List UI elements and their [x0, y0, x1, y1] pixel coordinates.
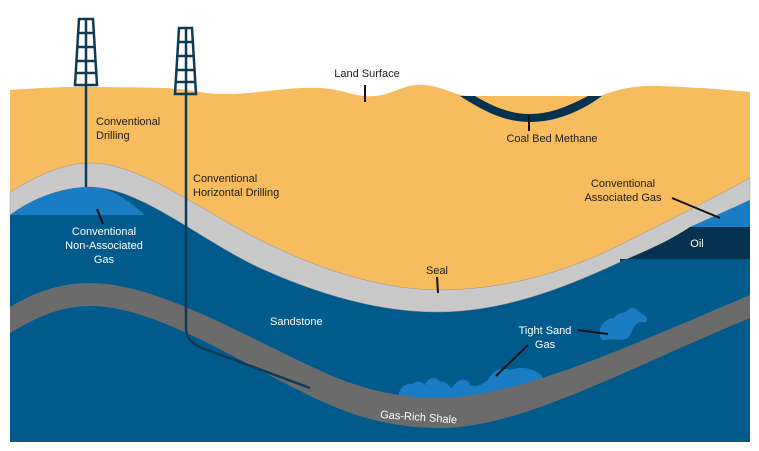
oil-label: Oil: [690, 238, 703, 250]
land-surface-label: Land Surface: [334, 68, 399, 80]
associated-gas-pointer: [671, 197, 721, 219]
conventional-drilling-label-1: Conventional: [96, 116, 160, 128]
coal-bed-methane-label: Coal Bed Methane: [506, 133, 597, 145]
non-associated-gas-pocket: [10, 187, 145, 215]
tight-sand-pointer-large: [495, 344, 529, 377]
tight-sand-gas-pocket-large: [398, 367, 543, 402]
surface-soil-layer: [10, 84, 750, 290]
sandstone-label: Sandstone: [270, 316, 323, 328]
horizontal-drilling-rig: [173, 26, 311, 390]
tight-sand-gas-label-2: Gas: [535, 339, 556, 351]
non-associated-gas-pointer: [96, 208, 104, 225]
seal-pointer: [436, 276, 439, 294]
tight-sand-pointer-small: [577, 329, 609, 335]
horizontal-drilling-label-1: Conventional: [193, 173, 257, 185]
associated-gas-label-2: Associated Gas: [584, 192, 662, 204]
coal-bed-seam: [460, 96, 602, 122]
non-associated-gas-label-1: Conventional: [72, 226, 136, 238]
gas-rich-shale-layer: [10, 283, 750, 428]
conventional-drilling-rig: [73, 17, 99, 187]
non-associated-gas-label-3: Gas: [94, 254, 115, 266]
tight-sand-gas-pocket-small: [599, 307, 648, 341]
seal-label: Seal: [426, 265, 448, 277]
oil-reservoir: [620, 227, 750, 262]
gas-rich-shale-label: Gas-Rich Shale: [380, 409, 458, 426]
tight-sand-gas-label-1: Tight Sand: [519, 325, 572, 337]
conventional-drilling-label-2: Drilling: [96, 130, 130, 142]
associated-gas-label-1: Conventional: [591, 178, 655, 190]
horizontal-drilling-label-2: Horizontal Drilling: [193, 187, 279, 199]
non-associated-gas-label-2: Non-Associated: [65, 240, 143, 252]
associated-gas-pocket: [690, 200, 750, 227]
